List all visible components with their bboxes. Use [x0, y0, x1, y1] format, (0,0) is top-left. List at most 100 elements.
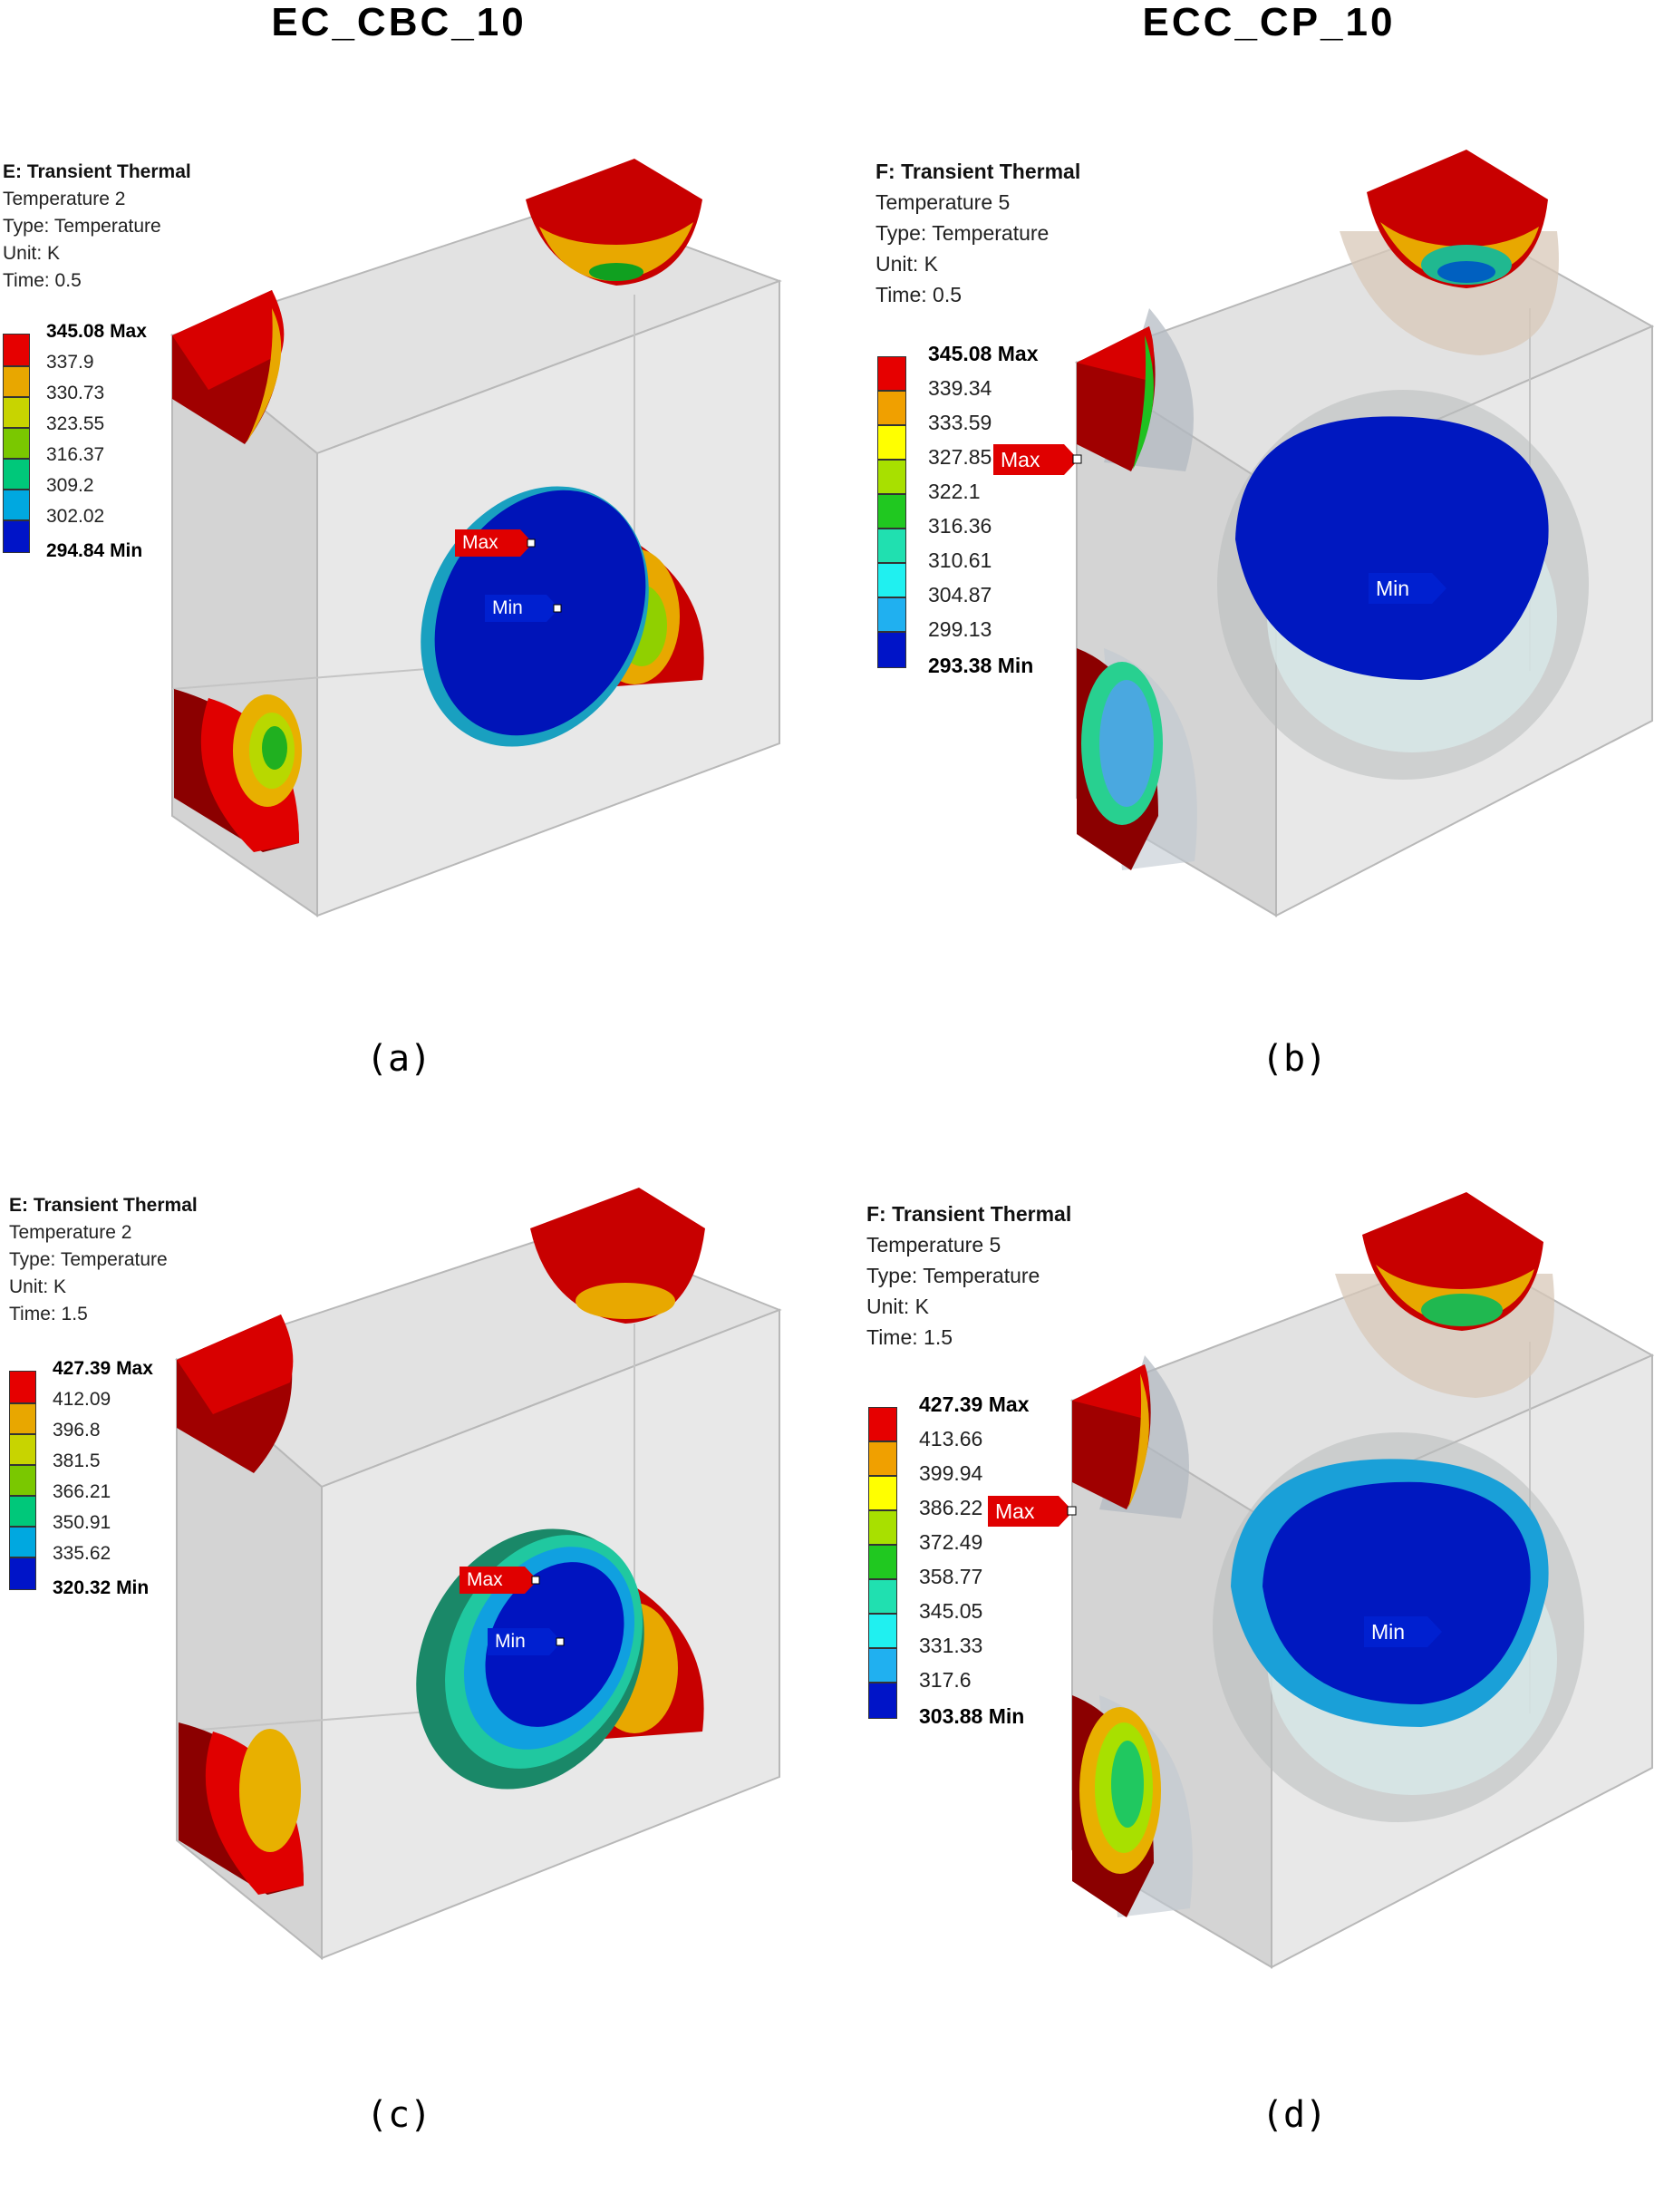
- result-info-c: E: Transient Thermal Temperature 2 Type:…: [9, 1192, 198, 1328]
- result-unit: Unit: K: [9, 1276, 67, 1297]
- legend-tick: 333.59: [928, 411, 992, 434]
- legend-swatch: [877, 356, 906, 391]
- legend-tick: 386.22: [919, 1496, 983, 1519]
- legend-tick: 412.09: [53, 1389, 111, 1410]
- legend-swatch: [3, 334, 30, 366]
- result-time: Time: 0.5: [3, 270, 82, 291]
- legend-tick: 322.1: [928, 480, 981, 503]
- corner-sphere-top: [1340, 150, 1559, 355]
- panel-c: E: Transient Thermal Temperature 2 Type:…: [0, 1188, 832, 2212]
- legend-tick: 381.5: [53, 1450, 101, 1471]
- legend-swatch: [868, 1614, 897, 1648]
- legend-tick: 309.2: [46, 475, 94, 496]
- analysis-title: E: Transient Thermal: [3, 161, 191, 182]
- corner-sphere-upper-left: [177, 1315, 294, 1473]
- legend-swatch: [9, 1465, 36, 1496]
- legend-tick: 323.55: [46, 413, 105, 434]
- legend-tick: 310.61: [928, 548, 992, 572]
- legend-tick: 358.77: [919, 1565, 983, 1588]
- legend-swatch: [9, 1557, 36, 1590]
- legend-swatch: [877, 425, 906, 460]
- legend-tick: 413.66: [919, 1427, 983, 1450]
- corner-sphere-top: [1335, 1192, 1554, 1398]
- legend-tick: 327.85: [928, 445, 992, 469]
- legend-swatch: [3, 520, 30, 553]
- legend-tick: 399.94: [919, 1461, 983, 1485]
- legend-swatch: [877, 632, 906, 668]
- legend-swatch: [868, 1648, 897, 1683]
- legend-swatch: [9, 1371, 36, 1403]
- legend-tick: 316.37: [46, 444, 105, 465]
- legend-swatch: [877, 494, 906, 529]
- legend-swatch: [877, 529, 906, 563]
- legend-swatch: [9, 1527, 36, 1557]
- result-type: Type: Temperature: [876, 221, 1050, 245]
- panel-a: E: Transient Thermal Temperature 2 Type:…: [0, 145, 832, 1169]
- legend-tick: 335.62: [53, 1543, 111, 1564]
- legend-max-label: 427.39 Max: [53, 1358, 153, 1379]
- legend-min-label: 293.38 Min: [928, 654, 1034, 677]
- result-time: Time: 1.5: [866, 1325, 953, 1349]
- result-unit: Unit: K: [876, 252, 939, 276]
- panel-caption-c: (c): [365, 2094, 432, 2136]
- legend-swatch: [868, 1510, 897, 1545]
- min-probe-label: Min: [1371, 1620, 1406, 1644]
- legend-tick: 372.49: [919, 1530, 983, 1554]
- legend-min-label: 320.32 Min: [53, 1577, 150, 1598]
- legend-swatch: [868, 1683, 897, 1719]
- column-title-left: EC_CBC_10: [271, 0, 527, 44]
- legend-swatch: [868, 1579, 897, 1614]
- corner-sphere-top: [526, 159, 702, 286]
- max-probe-label: Max: [995, 1499, 1035, 1523]
- legend-tick: 330.73: [46, 383, 105, 403]
- legend-swatch: [3, 490, 30, 520]
- legend-tick: 299.13: [928, 617, 992, 641]
- legend-swatch: [3, 366, 30, 397]
- result-name: Temperature 5: [876, 190, 1011, 214]
- analysis-title: F: Transient Thermal: [866, 1202, 1072, 1226]
- legend-swatch: [868, 1441, 897, 1476]
- legend-tick: 350.91: [53, 1512, 111, 1533]
- result-type: Type: Temperature: [3, 216, 161, 237]
- legend-tick: 302.02: [46, 506, 105, 527]
- corner-sphere-top: [530, 1188, 705, 1324]
- min-probe-label: Min: [492, 597, 523, 618]
- corner-sphere-lower-left: [174, 689, 302, 852]
- result-time: Time: 1.5: [9, 1304, 88, 1324]
- panel-caption-d: (d): [1261, 2094, 1328, 2136]
- legend-swatch: [3, 397, 30, 428]
- analysis-title: F: Transient Thermal: [876, 160, 1081, 183]
- legend-swatch: [9, 1403, 36, 1434]
- corner-sphere-upper-left: [1072, 1355, 1189, 1518]
- legend-swatch: [877, 460, 906, 494]
- legend-swatch: [868, 1407, 897, 1441]
- corner-sphere-lower-left: [1077, 648, 1197, 870]
- result-info-d: F: Transient Thermal Temperature 5 Type:…: [866, 1198, 1071, 1353]
- legend-swatch: [3, 428, 30, 459]
- legend-swatch: [877, 563, 906, 597]
- panel-caption-a: (a): [365, 1038, 432, 1080]
- legend-min-label: 303.88 Min: [919, 1704, 1025, 1728]
- legend-tick: 317.6: [919, 1668, 972, 1692]
- min-probe-label: Min: [495, 1631, 526, 1652]
- corner-sphere-lower-left: [1072, 1695, 1193, 1917]
- legend-max-label: 345.08 Max: [46, 321, 147, 342]
- analysis-title: E: Transient Thermal: [9, 1195, 198, 1216]
- legend-swatch: [9, 1496, 36, 1527]
- result-name: Temperature 2: [3, 189, 126, 209]
- model-view-a: [169, 159, 782, 917]
- result-unit: Unit: K: [3, 243, 61, 264]
- legend-max-label: 345.08 Max: [928, 342, 1039, 365]
- corner-sphere-upper-left: [1077, 308, 1194, 471]
- result-info-b: F: Transient Thermal Temperature 5 Type:…: [876, 156, 1080, 310]
- corner-sphere-upper-left: [172, 290, 285, 444]
- corner-sphere-lower-left: [179, 1722, 304, 1895]
- legend-swatch: [868, 1476, 897, 1510]
- max-probe-label: Max: [462, 532, 498, 553]
- legend-swatch: [877, 391, 906, 425]
- result-time: Time: 0.5: [876, 283, 963, 306]
- result-type: Type: Temperature: [9, 1249, 168, 1270]
- max-probe-label: Max: [467, 1569, 503, 1590]
- legend-tick: 337.9: [46, 352, 94, 373]
- result-type: Type: Temperature: [866, 1264, 1040, 1287]
